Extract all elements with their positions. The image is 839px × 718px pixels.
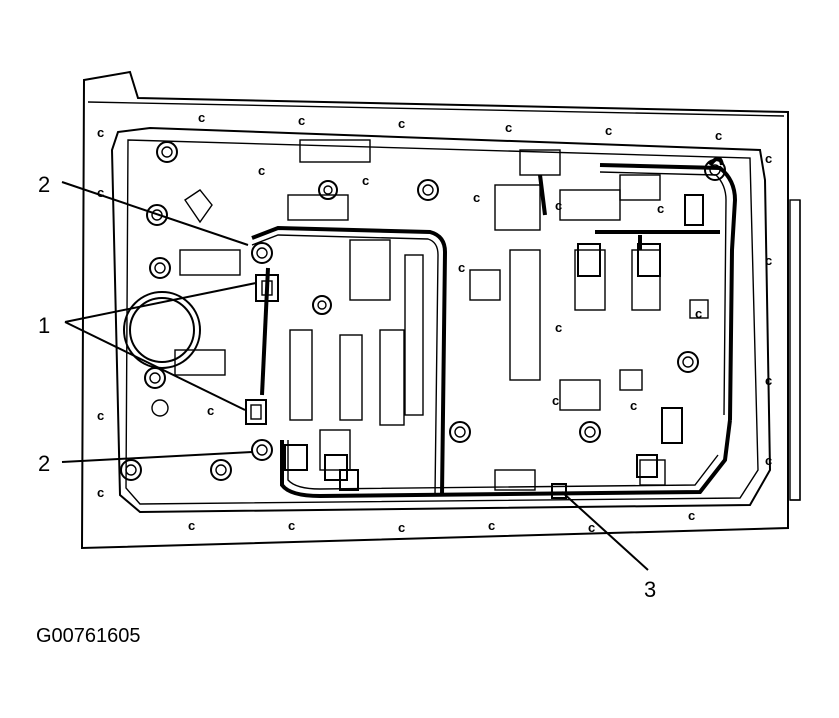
bolt-head — [449, 421, 471, 443]
bolt-marker-label: c — [258, 163, 265, 178]
bolt-head — [312, 295, 332, 315]
bolt-marker-label: c — [588, 520, 595, 535]
bolt-head — [579, 421, 601, 443]
bolt-marker-label: c — [97, 408, 104, 423]
bolt-marker-label: c — [630, 398, 637, 413]
leader-line-1-lower — [64, 321, 246, 411]
figure-caption: G00761605 — [36, 625, 141, 647]
bolt-marker-label: c — [765, 151, 772, 166]
transmission-case-outline — [80, 70, 801, 550]
callout-label-1: 1 — [38, 313, 50, 338]
bolt-marker-label: c — [288, 518, 295, 533]
bolt-marker-label: c — [657, 201, 664, 216]
bolt-marker-label: c — [188, 518, 195, 533]
bolt-marker-label: c — [488, 518, 495, 533]
bolt-head — [417, 179, 439, 201]
bolt-marker-label: c — [97, 125, 104, 140]
bolt-marker-label: c — [398, 116, 405, 131]
bolt-marker-label: c — [458, 260, 465, 275]
leader-line-2-top — [61, 181, 249, 246]
bolt-marker-label: c — [688, 508, 695, 523]
bolt-markers: c c c c c c c c c c c c c c c c c c c c … — [97, 110, 772, 535]
valve-body-outline — [110, 126, 772, 514]
bolt-marker-label: c — [198, 110, 205, 125]
bolt-head — [318, 180, 338, 200]
bolt-marker-label: c — [555, 320, 562, 335]
bolt-marker-label: c — [765, 253, 772, 268]
leader-line-1-upper — [64, 282, 257, 323]
bolt-head — [251, 439, 273, 461]
leader-line-2-bottom — [61, 451, 253, 463]
bolt-head — [120, 459, 142, 481]
bolt-marker-label: c — [552, 393, 559, 408]
bolt-marker-label: c — [505, 120, 512, 135]
bolt-marker-label: c — [97, 185, 104, 200]
bolt-head — [251, 242, 273, 264]
accumulator-bore — [123, 291, 201, 369]
bolt-marker-label: c — [695, 306, 702, 321]
callout-label-3: 3 — [644, 577, 656, 602]
bolt-marker-label: c — [715, 128, 722, 143]
bolt-marker-label: c — [362, 173, 369, 188]
bolt-marker-label: c — [555, 198, 562, 213]
callout-label-2-top: 2 — [38, 172, 50, 197]
bolt-head — [210, 459, 232, 481]
bolt-marker-label: c — [473, 190, 480, 205]
harness-clips — [245, 274, 567, 499]
bolt-head — [144, 367, 166, 389]
leader-line-3 — [561, 491, 649, 571]
bolt-marker-label: c — [605, 123, 612, 138]
bolt-head — [149, 257, 171, 279]
bolt-head — [677, 351, 699, 373]
bolt-heads — [120, 141, 726, 481]
bolt-marker-label: c — [765, 453, 772, 468]
solenoid-connectors — [284, 194, 704, 491]
bolt-marker-label: c — [765, 373, 772, 388]
bolt-marker-label: c — [398, 520, 405, 535]
callout-leaders — [61, 181, 649, 571]
bolt-head — [156, 141, 178, 163]
bolt-marker-label: c — [207, 403, 214, 418]
wiring-harness — [251, 156, 738, 499]
valve-spools — [151, 139, 709, 491]
callout-label-2-bottom: 2 — [38, 451, 50, 476]
bolt-marker-label: c — [97, 485, 104, 500]
bolt-marker-label: c — [298, 113, 305, 128]
